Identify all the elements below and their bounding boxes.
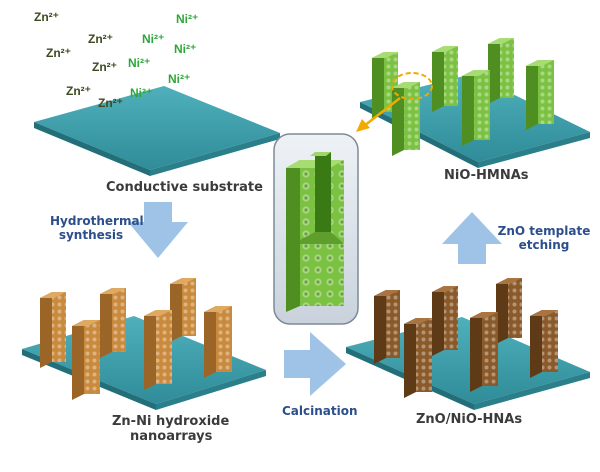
- label-hydrothermal-line1: Hydrothermal: [50, 214, 144, 228]
- hydroxide-rod: [72, 320, 100, 400]
- label-hydrothermal: Hydrothermal synthesis: [50, 214, 144, 242]
- nio-rod: [432, 46, 458, 112]
- zn-ion-label: Zn²⁺: [66, 84, 91, 98]
- hydroxide-rod: [40, 292, 66, 368]
- nio-rod: [462, 70, 490, 146]
- hydroxide-rod: [100, 288, 126, 358]
- nio-rod: [526, 60, 554, 130]
- label-zno-nio-hnas: ZnO/NiO-HNAs: [416, 412, 523, 427]
- hydroxide-nanorods: [40, 278, 232, 400]
- zno-nio-rod: [470, 312, 498, 392]
- zn-ion-label: Zn²⁺: [98, 96, 123, 110]
- zno-nio-rod: [404, 318, 432, 398]
- label-znni-line1: Zn-Ni hydroxide: [112, 414, 230, 429]
- zn-ion-label: Zn²⁺: [88, 32, 113, 46]
- ni-ion-label: Ni²⁺: [174, 42, 197, 56]
- arrow-right-calcination: [284, 332, 346, 396]
- zno-nio-nanorods: [374, 278, 558, 398]
- label-etching-line1: ZnO template: [497, 224, 591, 238]
- label-znni-hydroxide: Zn-Ni hydroxide nanoarrays: [112, 414, 229, 444]
- zno-nio-rod: [432, 286, 458, 356]
- ni-ion-label: Ni²⁺: [168, 72, 191, 86]
- label-conductive-substrate: Conductive substrate: [106, 180, 263, 195]
- label-znni-line2: nanoarrays: [130, 429, 213, 444]
- nio-nanorods: [372, 38, 554, 156]
- hydroxide-rod: [170, 278, 196, 342]
- ni-ion-label: Ni²⁺: [142, 32, 165, 46]
- nio-rod: [488, 38, 514, 104]
- zoom-arrow: [356, 97, 401, 132]
- ni-ion-label: Ni²⁺: [130, 86, 153, 100]
- label-zno-etching: ZnO template etching: [496, 224, 592, 252]
- zno-nio-rod: [374, 290, 400, 364]
- zn-ion-label: Zn²⁺: [46, 46, 71, 60]
- hydroxide-rod: [144, 310, 172, 390]
- label-etching-line2: etching: [518, 238, 570, 252]
- zn-ion-label: Zn²⁺: [34, 10, 59, 24]
- nio-rod: [392, 82, 420, 156]
- zn-ion-label: Zn²⁺: [92, 60, 117, 74]
- label-nio-hmnas: NiO-HMNAs: [444, 168, 529, 183]
- zoom-highlight: [391, 72, 433, 100]
- label-calcination: Calcination: [282, 404, 358, 418]
- hydroxide-rod: [204, 306, 232, 378]
- hollow-rod-cutaway: [286, 152, 344, 312]
- ni-ion-label: Ni²⁺: [128, 56, 151, 70]
- zno-nio-rod: [496, 278, 522, 344]
- ni-ion-label: Ni²⁺: [176, 12, 199, 26]
- label-hydrothermal-line2: synthesis: [58, 228, 124, 242]
- arrow-up-etching: [442, 212, 502, 264]
- zno-nio-rod: [530, 310, 558, 378]
- arrow-down-hydrothermal: [128, 202, 188, 258]
- substrate-top-left: [34, 86, 280, 176]
